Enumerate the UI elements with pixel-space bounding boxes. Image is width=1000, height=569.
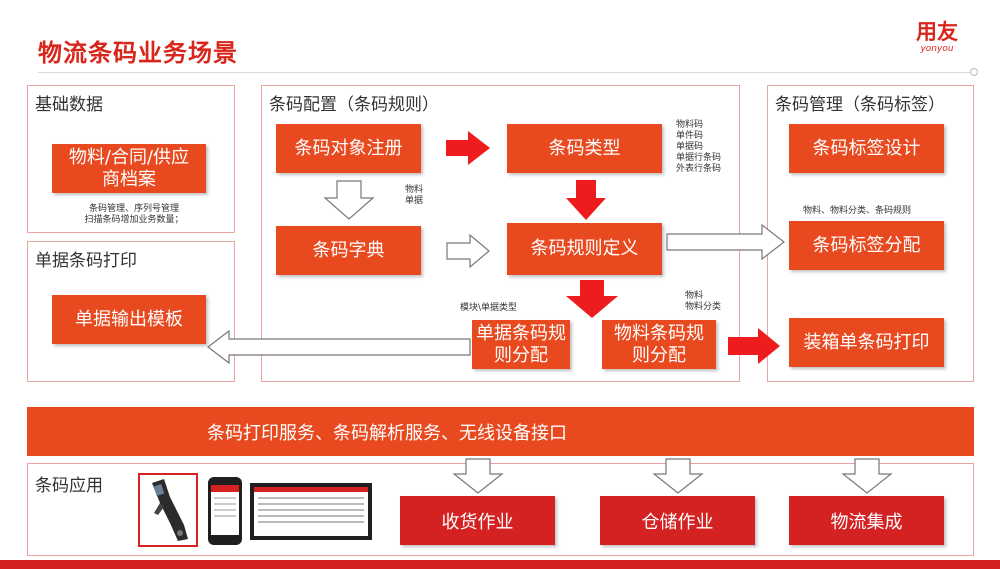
phone-line — [214, 515, 236, 517]
phone-line — [214, 497, 236, 499]
barcode-dict-box[interactable]: 条码字典 — [276, 226, 421, 275]
receiving-box[interactable]: 收货作业 — [400, 496, 555, 545]
note-line: 扫描条码增加业务数量； — [84, 215, 184, 225]
phone-line — [214, 509, 236, 511]
type-item: 物料码 — [676, 120, 704, 130]
logistics-box[interactable]: 物流集成 — [789, 496, 944, 545]
software-row — [258, 521, 364, 523]
arrow-rule-to-assign — [566, 280, 618, 318]
service-bar: 条码打印服务、条码解析服务、无线设备接口 — [27, 407, 974, 456]
scanner-device-icon — [138, 473, 198, 547]
desktop-software-icon — [250, 483, 372, 540]
page-title: 物流条码业务场景 — [38, 39, 238, 67]
logo-subtext: yonyou — [920, 44, 954, 54]
type-item: 单据行条码 — [676, 153, 722, 163]
arrow-dict-to-rule — [446, 233, 490, 269]
type-item: 单件码 — [676, 131, 704, 141]
doc-output-template-box[interactable]: 单据输出模板 — [52, 295, 206, 344]
panel-label-barcode-mgmt: 条码管理（条码标签） — [775, 95, 945, 115]
basic-data-note: 条码管理、序列号管理 扫描条码增加业务数量； — [64, 204, 204, 226]
smartphone-app-icon — [208, 477, 242, 545]
packing-print-box[interactable]: 装箱单条码打印 — [789, 318, 944, 367]
note-line: 单据 — [405, 196, 424, 206]
barcode-type-list: 物料码 单件码 单据码 单据行条码 外表行条码 — [676, 120, 721, 175]
arrow-register-to-dict — [323, 180, 375, 220]
master-files-box[interactable]: 物料/合同/供应商档案 — [52, 144, 206, 193]
arrow-service-to-receiving — [452, 458, 504, 494]
software-row — [258, 515, 364, 517]
logo-text: 用友 — [916, 20, 958, 44]
panel-label-barcode-config: 条码配置（条码规则） — [269, 95, 439, 115]
software-row — [258, 503, 364, 505]
arrow-rule-to-label-assign — [666, 223, 785, 261]
arrow-assign-to-packing — [728, 328, 780, 364]
arrow-service-to-warehousing — [652, 458, 704, 494]
dict-note: 物料 单据 — [405, 185, 423, 207]
type-item: 单据码 — [676, 142, 704, 152]
software-row — [258, 497, 364, 499]
note-line: 物料 — [685, 291, 704, 301]
note-line: 条码管理、序列号管理 — [88, 204, 179, 214]
material-rule-assign-box[interactable]: 物料条码规则分配 — [602, 320, 716, 369]
rule-define-box[interactable]: 条码规则定义 — [507, 223, 662, 275]
type-item: 外表行条码 — [676, 164, 722, 174]
arrow-assign-to-template — [207, 329, 471, 365]
doc-rule-note: 模块\单据类型 — [460, 303, 518, 313]
label-design-box[interactable]: 条码标签设计 — [789, 124, 944, 173]
header-divider — [38, 72, 973, 73]
arrow-register-to-type — [446, 131, 490, 165]
phone-screen — [211, 485, 239, 535]
panel-label-basic-data: 基础数据 — [35, 95, 103, 115]
divider-end-dot — [970, 68, 978, 76]
service-bar-label: 条码打印服务、条码解析服务、无线设备接口 — [207, 422, 567, 444]
doc-rule-assign-box[interactable]: 单据条码规则分配 — [472, 320, 570, 369]
footer-bar — [0, 560, 1000, 569]
software-row — [258, 509, 364, 511]
phone-line — [214, 503, 236, 505]
arrow-type-to-rule — [566, 180, 606, 220]
label-assign-box[interactable]: 条码标签分配 — [789, 221, 944, 270]
note-line: 物料分类 — [685, 302, 722, 312]
note-line: 物料 — [405, 185, 424, 195]
panel-label-doc-print: 单据条码打印 — [35, 251, 137, 271]
phone-header — [211, 485, 239, 492]
object-register-box[interactable]: 条码对象注册 — [276, 124, 421, 173]
yonyou-logo: 用友 yonyou — [902, 20, 972, 54]
label-note: 物料、物料分类、条码规则 — [803, 206, 912, 216]
barcode-type-box[interactable]: 条码类型 — [507, 124, 662, 173]
material-rule-note: 物料 物料分类 — [685, 291, 721, 313]
warehousing-box[interactable]: 仓储作业 — [600, 496, 755, 545]
panel-label-barcode-app: 条码应用 — [35, 476, 103, 496]
arrow-service-to-logistics — [841, 458, 893, 494]
software-titlebar — [254, 487, 368, 492]
